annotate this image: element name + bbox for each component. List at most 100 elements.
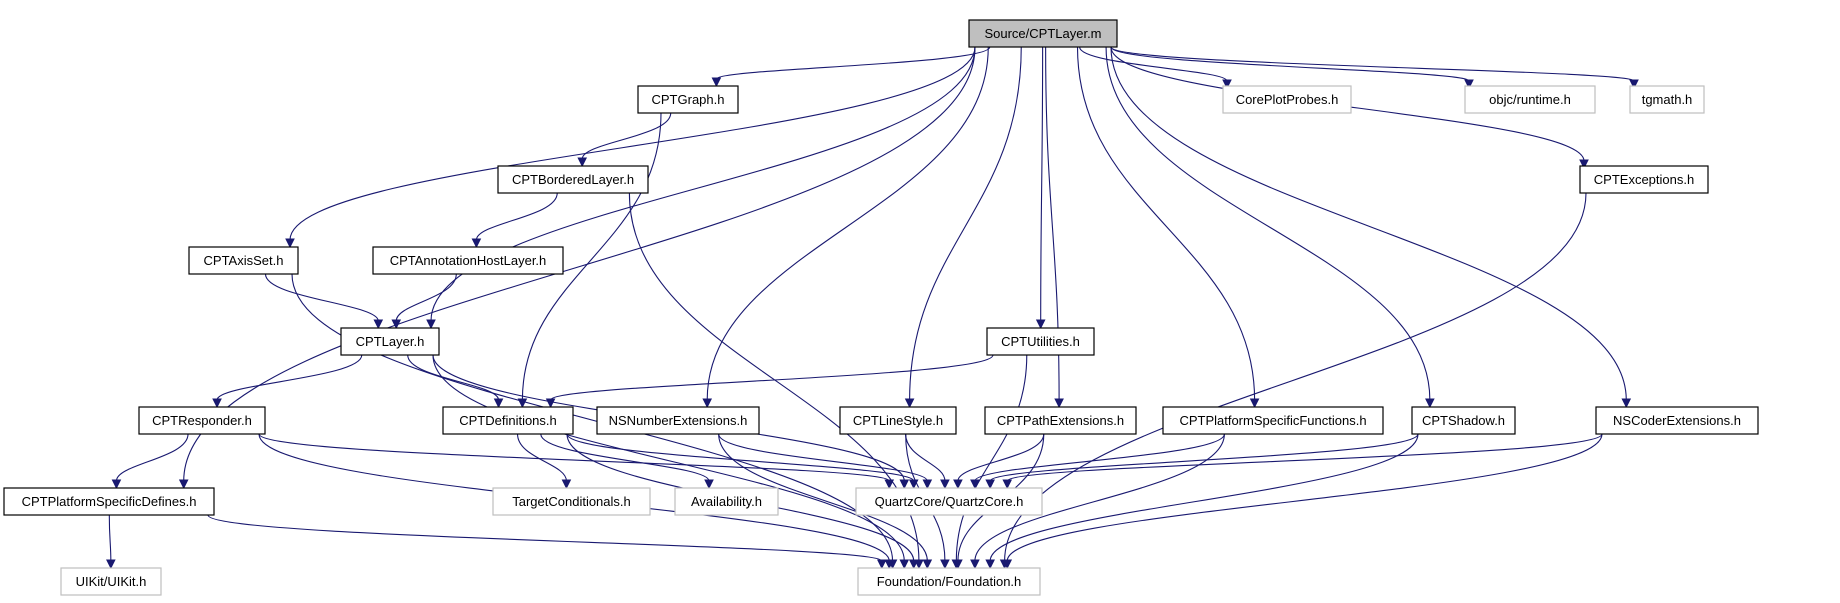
edge-root-to-axisset [289,46,976,241]
arrowhead-root-to-platformfuncs [1249,398,1260,409]
node-box-targetcond [492,487,651,516]
edge-exceptions-to-foundation [1004,192,1587,562]
node-nsnumber[interactable]: NSNumberExtensions.h [596,406,760,435]
edge-nsnumber-to-quartzcore [718,433,928,482]
edge-root-to-shadow [1105,46,1431,401]
node-box-availability [674,487,779,516]
node-box-platformdefines [3,487,215,516]
node-label-linestyle: CPTLineStyle.h [853,413,943,428]
node-quartzcore: QuartzCore/QuartzCore.h [855,487,1043,516]
arrowhead-root-to-linestyle [904,398,915,409]
node-label-availability: Availability.h [691,494,762,509]
edge-annotationhost-to-layer_h [395,273,457,322]
node-bordered[interactable]: CPTBorderedLayer.h [497,165,649,194]
arrowhead-root-to-utilities [1035,319,1046,330]
arrowhead-nsnumber-to-quartzcore [922,479,933,490]
node-box-platformfuncs [1162,406,1384,435]
node-label-nsnumber: NSNumberExtensions.h [609,413,748,428]
node-label-bordered: CPTBorderedLayer.h [512,172,634,187]
edge-root-to-layer_h [430,46,976,322]
node-layer_h[interactable]: CPTLayer.h [340,327,440,356]
node-platformfuncs[interactable]: CPTPlatformSpecificFunctions.h [1162,406,1384,435]
node-utilities[interactable]: CPTUtilities.h [986,327,1095,356]
node-foundation: Foundation/Foundation.h [857,567,1041,596]
arrowhead-root-to-coreplotprobes [1222,79,1232,90]
arrowhead-exceptions-to-foundation [999,559,1010,570]
edge-responder-to-platformdefines [115,433,189,482]
node-box-linestyle [839,406,957,435]
edge-root-to-platformdefines [183,46,976,482]
node-label-objc_runtime: objc/runtime.h [1489,92,1571,107]
node-box-exceptions [1579,165,1709,194]
edge-root-to-graph_h [715,46,991,80]
edge-nscoder-to-quartzcore [1006,433,1603,482]
node-label-annotationhost: CPTAnnotationHostLayer.h [390,253,547,268]
arrowhead-utilities-to-definitions [545,398,556,409]
node-root[interactable]: Source/CPTLayer.m [968,19,1118,48]
edge-root-to-tgmath [1110,46,1635,82]
node-responder[interactable]: CPTResponder.h [138,406,266,435]
node-box-pathext [984,406,1137,435]
arrowhead-nsnumber-to-foundation [922,559,933,570]
arrowhead-layer_h-to-foundation [899,559,910,570]
arrowhead-graph_h-to-bordered [577,157,588,168]
node-axisset[interactable]: CPTAxisSet.h [188,246,299,275]
edge-axisset-to-layer_h [264,273,379,322]
node-label-platformdefines: CPTPlatformSpecificDefines.h [22,494,197,509]
arrowhead-layer_h-to-definitions [493,398,504,409]
node-linestyle[interactable]: CPTLineStyle.h [839,406,957,435]
node-availability: Availability.h [674,487,779,516]
node-label-platformfuncs: CPTPlatformSpecificFunctions.h [1179,413,1366,428]
node-box-utilities [986,327,1095,356]
node-annotationhost[interactable]: CPTAnnotationHostLayer.h [372,246,564,275]
edge-root-to-nsnumber [706,46,989,401]
node-box-shadow [1411,406,1516,435]
node-exceptions[interactable]: CPTExceptions.h [1579,165,1709,194]
edge-root-to-utilities [1040,46,1044,322]
arrowhead-platformdefines-to-uikit [106,559,116,570]
arrowhead-root-to-nscoder [1621,398,1632,409]
edge-definitions-to-availability [540,433,710,482]
edge-layer_h-to-responder [216,354,363,401]
node-graph_h[interactable]: CPTGraph.h [637,85,739,114]
node-definitions[interactable]: CPTDefinitions.h [442,406,574,435]
node-coreplotprobes: CorePlotProbes.h [1222,85,1352,114]
arrowhead-root-to-objc_runtime [1464,79,1474,90]
edge-linestyle-to-quartzcore [905,433,946,482]
arrowhead-platformfuncs-to-foundation [970,559,980,570]
edge-platformdefines-to-foundation [207,514,883,562]
node-shadow[interactable]: CPTShadow.h [1411,406,1516,435]
arrowhead-platformdefines-to-foundation [876,559,887,570]
edge-bordered-to-annotationhost [475,192,558,241]
arrowhead-root-to-exceptions [1579,159,1589,170]
arrowhead-root-to-shadow [1425,398,1435,409]
edge-platformfuncs-to-foundation [974,433,1225,562]
node-targetcond: TargetConditionals.h [492,487,651,516]
node-box-coreplotprobes [1222,85,1352,114]
node-pathext[interactable]: CPTPathExtensions.h [984,406,1137,435]
node-label-coreplotprobes: CorePlotProbes.h [1236,92,1339,107]
node-box-uikit [60,567,162,596]
edge-definitions-to-quartzcore [566,433,915,482]
node-box-objc_runtime [1464,85,1596,114]
edge-shadow-to-foundation [989,433,1419,562]
arrowhead-root-to-nsnumber [702,398,713,409]
arrowhead-layer_h-to-responder [212,398,222,409]
arrowhead-axisset-to-layer_h [373,319,384,330]
node-platformdefines[interactable]: CPTPlatformSpecificDefines.h [3,487,215,516]
edge-nsnumber-to-foundation [718,433,928,562]
node-box-nscoder [1595,406,1759,435]
node-box-responder [138,406,266,435]
arrowhead-definitions-to-targetcond [561,479,572,490]
arrowhead-linestyle-to-foundation [940,559,950,570]
node-label-tgmath: tgmath.h [1642,92,1693,107]
arrowhead-shadow-to-quartzcore [985,479,995,490]
node-box-axisset [188,246,299,275]
arrowhead-root-to-pathext [1054,398,1064,409]
edge-graph_h-to-bordered [581,112,672,160]
arrowhead-pathext-to-foundation [953,559,963,570]
arrowhead-definitions-to-foundation [908,559,919,570]
node-nscoder[interactable]: NSCoderExtensions.h [1595,406,1759,435]
